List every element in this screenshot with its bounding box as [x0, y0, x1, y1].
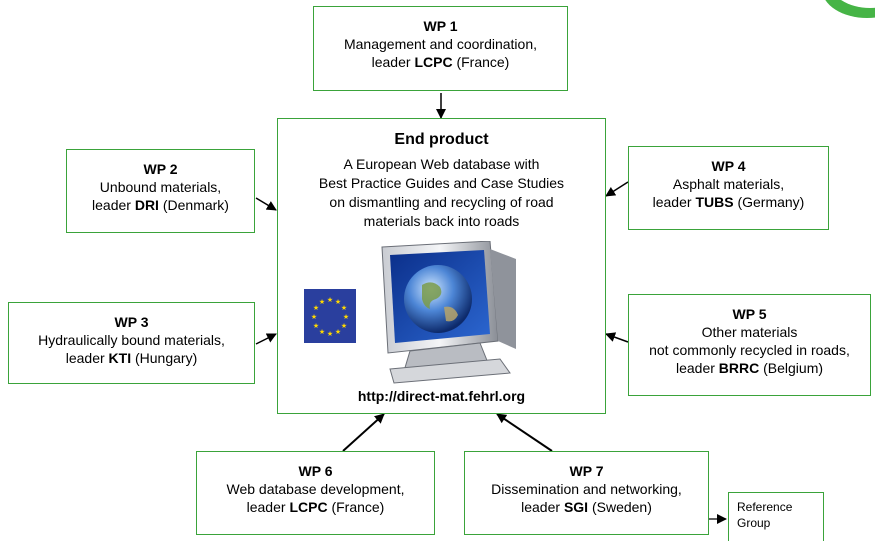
- wp4-box: WP 4 Asphalt materials, leader TUBS (Ger…: [628, 146, 829, 230]
- wp2-title: WP 2: [143, 161, 178, 177]
- arrow-wp5: [605, 332, 629, 343]
- reference-group-box: Reference Group: [728, 492, 824, 541]
- svg-text:★: ★: [319, 298, 325, 306]
- wp6-title: WP 6: [298, 463, 333, 479]
- svg-text:★: ★: [341, 322, 347, 330]
- wp2-leader: leader DRI (Denmark): [92, 197, 229, 213]
- arrow-wp3: [255, 333, 277, 345]
- svg-text:★: ★: [327, 330, 333, 338]
- svg-text:★: ★: [311, 313, 317, 321]
- svg-text:★: ★: [319, 328, 325, 336]
- wp7-box: WP 7 Dissemination and networking, leade…: [464, 451, 709, 535]
- wp1-description: Management and coordination,: [343, 36, 538, 52]
- wp6-leader: leader LCPC (France): [246, 499, 385, 515]
- arrow-wp7: [496, 413, 553, 452]
- wp5-description-2: not commonly recycled in roads,: [649, 342, 850, 358]
- svg-text:★: ★: [335, 328, 341, 336]
- wp5-title: WP 5: [732, 306, 767, 322]
- wp4-description: Asphalt materials,: [672, 176, 785, 192]
- corner-decoration-inner: [830, 0, 875, 8]
- wp2-box: WP 2 Unbound materials, leader DRI (Denm…: [66, 149, 255, 233]
- desc-line-2: Best Practice Guides and Case Studies: [318, 175, 565, 191]
- wp3-box: WP 3 Hydraulically bound materials, lead…: [8, 302, 255, 384]
- reference-label-2: Group: [737, 516, 771, 530]
- svg-text:★: ★: [313, 304, 319, 312]
- wp7-description: Dissemination and networking,: [491, 481, 682, 497]
- arrow-wp6: [342, 413, 385, 452]
- wp6-description: Web database development,: [226, 481, 405, 497]
- wp5-description: Other materials: [701, 324, 798, 340]
- wp4-leader: leader TUBS (Germany): [652, 194, 805, 210]
- wp1-title: WP 1: [423, 18, 458, 34]
- reference-label-1: Reference: [737, 500, 793, 514]
- svg-text:★: ★: [343, 313, 349, 321]
- website-url[interactable]: http://direct-mat.fehrl.org: [357, 388, 526, 404]
- arrow-wp2: [255, 197, 277, 211]
- wp7-title: WP 7: [569, 463, 604, 479]
- wp7-leader: leader SGI (Sweden): [521, 499, 652, 515]
- desc-line-3: on dismantling and recycling of road: [329, 194, 554, 210]
- svg-text:★: ★: [335, 298, 341, 306]
- computer-monitor-icon: [381, 241, 516, 384]
- eu-flag-icon: ★ ★ ★ ★ ★ ★ ★ ★ ★ ★ ★ ★: [304, 289, 356, 343]
- svg-text:★: ★: [327, 296, 333, 304]
- wp5-leader: leader BRRC (Belgium): [675, 360, 824, 376]
- wp3-description: Hydraulically bound materials,: [38, 332, 225, 348]
- wp4-title: WP 4: [711, 158, 746, 174]
- desc-line-4: materials back into roads: [363, 213, 520, 229]
- svg-text:★: ★: [313, 322, 319, 330]
- wp5-box: WP 5 Other materials not commonly recycl…: [628, 294, 871, 396]
- end-product-box: End product A European Web database with…: [277, 118, 606, 414]
- wp3-leader: leader KTI (Hungary): [65, 350, 198, 366]
- wp1-leader: leader LCPC (France): [371, 54, 510, 70]
- wp6-box: WP 6 Web database development, leader LC…: [196, 451, 435, 535]
- desc-line-1: A European Web database with: [343, 156, 540, 172]
- wp3-title: WP 3: [114, 314, 149, 330]
- end-product-description: A European Web database with Best Practi…: [278, 155, 605, 231]
- end-product-title: End product: [394, 131, 489, 148]
- arrow-wp4: [605, 181, 629, 197]
- svg-text:★: ★: [341, 304, 347, 312]
- wp2-description: Unbound materials,: [99, 179, 222, 195]
- wp1-box: WP 1 Management and coordination, leader…: [313, 6, 568, 91]
